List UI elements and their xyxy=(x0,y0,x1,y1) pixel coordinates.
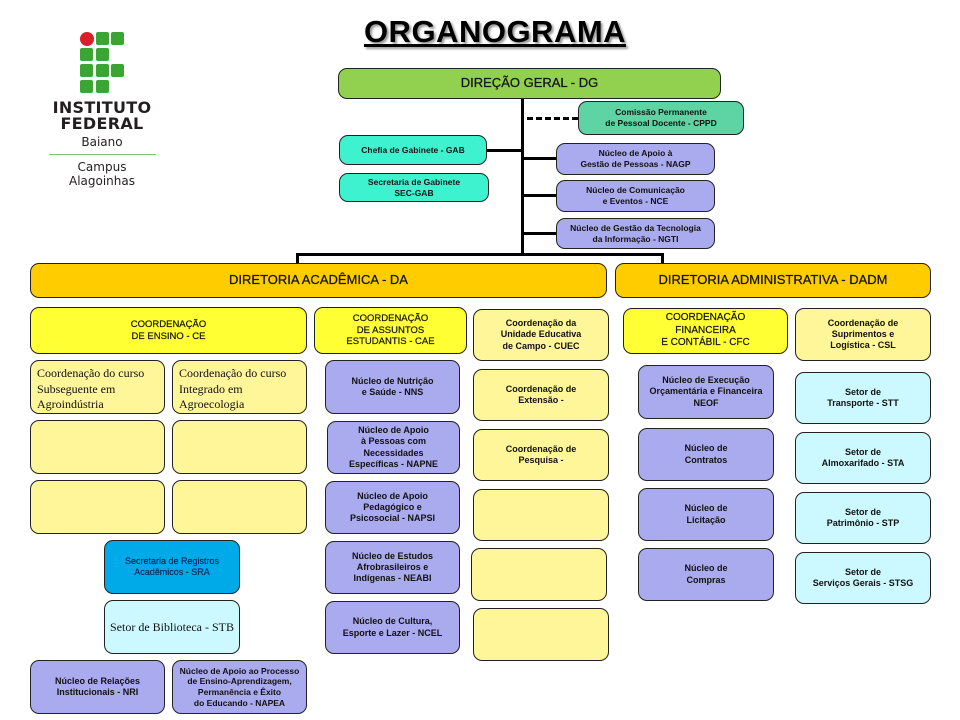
compras-box[interactable]: Núcleo de Compras xyxy=(638,548,774,601)
logo-instituto: INSTITUTO xyxy=(52,98,152,117)
coordenacao-cae-box[interactable]: COORDENAÇÃO DE ASSUNTOS ESTUDANTIS - CAE xyxy=(314,307,467,354)
cuec-empty-box[interactable] xyxy=(473,489,609,541)
nri-box[interactable]: Núcleo de Relações Institucionais - NRI xyxy=(30,660,165,714)
cuec-empty-box[interactable] xyxy=(471,548,607,601)
logo-square xyxy=(96,80,109,93)
connector-cppd-dashed xyxy=(527,117,578,120)
diretoria-academica-box[interactable]: DIRETORIA ACADÊMICA - DA xyxy=(30,263,607,298)
logo-baiano: Baiano xyxy=(81,135,123,149)
coordenacao-cfc-box[interactable]: COORDENAÇÃO FINANCEIRA E CONTÁBIL - CFC xyxy=(623,308,788,354)
sta-box[interactable]: Setor de Almoxarifado - STA xyxy=(795,432,931,484)
curso-empty-box[interactable] xyxy=(30,480,165,534)
logo-campus: Campus xyxy=(77,160,127,174)
connector-directorates-horizontal xyxy=(296,253,664,256)
connector-ngti xyxy=(522,232,556,235)
napsi-box[interactable]: Núcleo de Apoio Pedagógico e Psicosocial… xyxy=(325,481,460,534)
nagp-box[interactable]: Núcleo de Apoio à Gestão de Pessoas - NA… xyxy=(556,143,715,175)
page-title: ORGANOGRAMA xyxy=(363,14,627,49)
sra-box[interactable]: Secretaria de Registros Acadêmicos - SRA xyxy=(104,540,240,594)
logo-square xyxy=(96,48,109,61)
connector-nce xyxy=(522,194,556,197)
logo-square xyxy=(80,80,93,93)
logo-square xyxy=(80,64,93,77)
coordenacao-cuec-box[interactable]: Coordenação da Unidade Educativa de Camp… xyxy=(473,309,609,361)
direcao-geral-box[interactable]: DIREÇÃO GERAL - DG xyxy=(338,68,721,99)
stsg-box[interactable]: Setor de Serviços Gerais - STSG xyxy=(795,552,931,604)
logo-square xyxy=(111,32,124,45)
logo-federal: FEDERAL xyxy=(60,114,144,133)
logo-square xyxy=(111,64,124,77)
logo-divider xyxy=(49,154,156,155)
connector-dg-trunk xyxy=(521,98,524,255)
logo-alagoinhas: Alagoinhas xyxy=(68,174,135,188)
ngti-box[interactable]: Núcleo de Gestão da Tecnologia da Inform… xyxy=(556,218,715,249)
ncel-box[interactable]: Núcleo de Cultura, Esporte e Lazer - NCE… xyxy=(325,601,460,654)
licitacao-box[interactable]: Núcleo de Licitação xyxy=(638,488,774,541)
napne-box[interactable]: Núcleo de Apoio à Pessoas com Necessidad… xyxy=(327,421,460,474)
nns-box[interactable]: Núcleo de Nutrição e Saúde - NNS xyxy=(325,360,460,414)
coordenacao-ensino-box[interactable]: COORDENAÇÃO DE ENSINO - CE xyxy=(30,307,307,354)
diretoria-administrativa-box[interactable]: DIRETORIA ADMINISTRATIVA - DADM xyxy=(615,263,931,298)
connector-gab xyxy=(486,149,522,152)
stt-box[interactable]: Setor de Transporte - STT xyxy=(795,372,931,424)
connector-nagp xyxy=(522,157,556,160)
curso-agroecologia-box[interactable]: Coordenação do curso Integrado em Agroec… xyxy=(172,360,307,414)
curso-empty-box[interactable] xyxy=(172,420,307,474)
connector-da xyxy=(296,253,299,264)
logo-square xyxy=(96,64,109,77)
curso-empty-box[interactable] xyxy=(172,480,307,534)
neof-box[interactable]: Núcleo de Execução Orçamentária e Financ… xyxy=(638,365,774,419)
pesquisa-box[interactable]: Coordenação de Pesquisa - xyxy=(473,429,609,481)
logo-square xyxy=(80,48,93,61)
ifbaiano-logo: INSTITUTO FEDERAL Baiano Campus Alagoinh… xyxy=(0,0,200,200)
logo-red-dot xyxy=(80,32,94,46)
curso-empty-box[interactable] xyxy=(30,420,165,474)
logo-square xyxy=(96,32,109,45)
neabi-box[interactable]: Núcleo de Estudos Afrobrasileiros e Indí… xyxy=(325,541,460,594)
stp-box[interactable]: Setor de Patrimônio - STP xyxy=(795,492,931,544)
contratos-box[interactable]: Núcleo de Contratos xyxy=(638,428,774,481)
cuec-empty-box[interactable] xyxy=(473,608,609,661)
extensao-box[interactable]: Coordenação de Extensão - xyxy=(473,369,609,421)
gab-box[interactable]: Chefia de Gabinete - GAB xyxy=(339,135,487,165)
connector-dadm xyxy=(661,253,664,264)
stb-box[interactable]: Setor de Biblioteca - STB xyxy=(104,600,240,654)
nce-box[interactable]: Núcleo de Comunicação e Eventos - NCE xyxy=(556,180,715,212)
cppd-box[interactable]: Comissão Permanente de Pessoal Docente -… xyxy=(578,101,744,135)
curso-agroindustria-box[interactable]: Coordenação do curso Subseguente em Agro… xyxy=(30,360,165,414)
coordenacao-csl-box[interactable]: Coordenação de Suprimentos e Logística -… xyxy=(795,308,931,361)
sec-gab-box[interactable]: Secretaria de Gabinete SEC-GAB xyxy=(339,173,489,202)
napea-box[interactable]: Núcleo de Apoio ao Processo de Ensino-Ap… xyxy=(172,660,307,714)
